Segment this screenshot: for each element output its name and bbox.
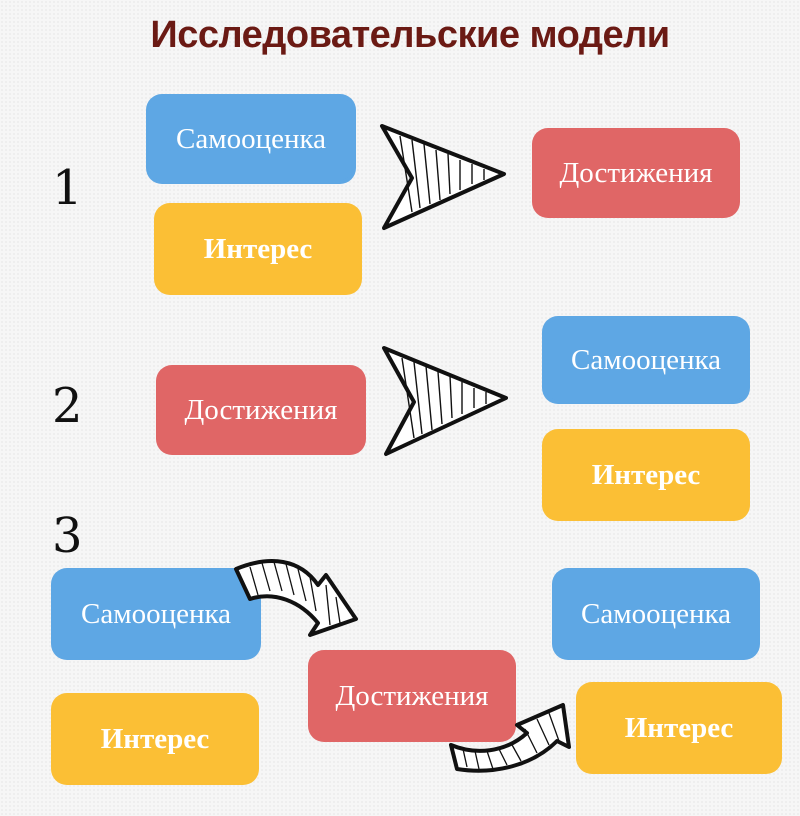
model-number-3: 3: [52, 508, 83, 564]
page-title: Исследовательские модели: [150, 14, 670, 56]
model-3-interest-box-right: Интерес: [580, 686, 778, 770]
model-3-achievement-box: Достижения: [312, 654, 512, 738]
model-3-interest-box-left: Интерес: [55, 697, 255, 781]
model-1-interest-box: Интерес: [158, 207, 358, 291]
model-3-curved-arrow-up-icon: [449, 703, 571, 773]
model-3-curved-arrow-down-icon: [234, 559, 358, 637]
model-3-self-esteem-box-right: Самооценка: [556, 572, 756, 656]
model-2-achievement-box: Достижения: [160, 369, 362, 451]
model-1-self-esteem-box: Самооценка: [150, 98, 352, 180]
model-3-self-esteem-box-left: Самооценка: [55, 572, 257, 656]
model-2-arrow-icon: [382, 346, 508, 456]
model-2-interest-box: Интерес: [546, 433, 746, 517]
model-1-achievement-box: Достижения: [536, 132, 736, 214]
model-1-arrow-icon: [380, 124, 506, 230]
model-number-1: 1: [52, 160, 83, 216]
model-number-2: 2: [52, 378, 83, 434]
model-2-self-esteem-box: Самооценка: [546, 320, 746, 400]
